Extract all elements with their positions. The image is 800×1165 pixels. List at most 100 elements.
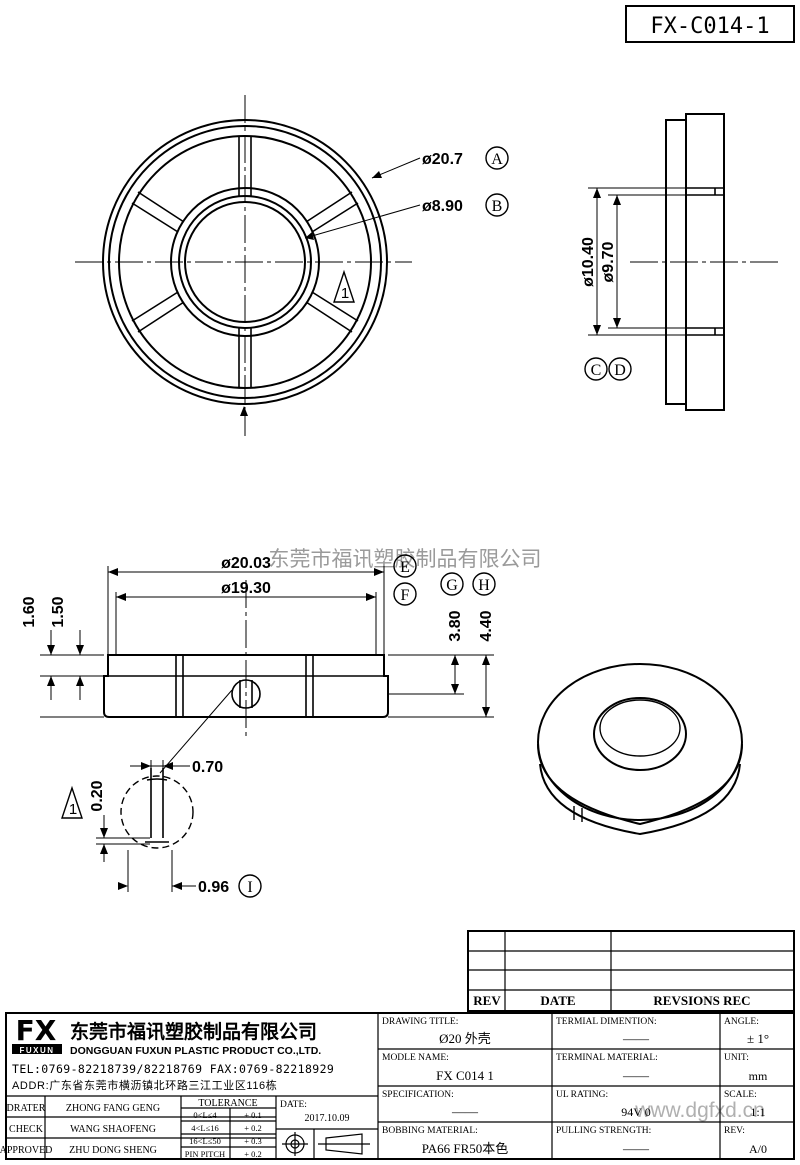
rev-value: A/0 (749, 1142, 767, 1156)
pulling-strength: —— (622, 1141, 650, 1156)
revision-table (467, 930, 795, 1012)
approval-name: ZHONG FANG GENG (66, 1103, 160, 1114)
rev-header-records: REVSIONS REC (653, 993, 750, 1008)
angle-label: ANGLE: (724, 1017, 759, 1027)
svg-text:C: C (591, 362, 602, 379)
tolerance-range: 4<L≤16 (191, 1123, 218, 1133)
unit-label: UNIT: (724, 1053, 749, 1063)
svg-text:H: H (478, 577, 490, 594)
side-view (588, 113, 782, 411)
approval-role: APPROVED (0, 1145, 52, 1156)
date-label: DATE: (280, 1100, 307, 1110)
rev-header-date: DATE (540, 993, 575, 1008)
specification-label: SPECIFICATION: (382, 1090, 454, 1100)
projection-symbol-icon (282, 1132, 370, 1156)
svg-text:D: D (614, 362, 626, 379)
watermark-url: www.dgfxd.cn (634, 1099, 765, 1122)
scale-label: SCALE: (724, 1090, 757, 1100)
dim-slot-depth: 0.20 (89, 780, 106, 811)
logo-sub: FUXUN (19, 1046, 54, 1055)
dim-height-1: 3.80 (447, 610, 464, 641)
svg-text:1: 1 (69, 801, 77, 818)
tolerance-title: TOLERANCE (198, 1098, 257, 1109)
title-fields: DRAWING TITLE: Ø20 外壳 TERMIAL DIMENTION:… (382, 1017, 769, 1156)
bobbin-material: PA66 FR50本色 (422, 1141, 509, 1156)
bobbin-material-label: BOBBING MATERIAL: (382, 1126, 478, 1136)
tolerance-range: PIN PITCH (185, 1149, 225, 1159)
approvals: DRATER ZHONG FANG GENG CHECK WANG SHAOFE… (0, 1103, 160, 1156)
svg-text:E: E (400, 559, 410, 576)
tolerance-table: TOLERANCE 0<L≤4 + 0.1 4<L≤16 + 0.2 16<L≤… (185, 1098, 262, 1159)
tolerance-value: + 0.1 (244, 1110, 262, 1120)
dim-height-2: 4.40 (478, 610, 495, 641)
svg-text:B: B (492, 198, 503, 215)
marker-e: E (393, 554, 417, 578)
marker-d: D (608, 357, 632, 381)
company-phone: TEL:0769-82218739/82218769 FAX:0769-8221… (12, 1062, 334, 1076)
marker-c: C (584, 357, 608, 381)
approval-name: WANG SHAOFENG (70, 1124, 156, 1135)
company-name-en: DONGGUAN FUXUN PLASTIC PRODUCT CO.,LTD. (70, 1045, 321, 1057)
dim-side-inner: ø9.70 (600, 241, 617, 282)
model-name: FX C014 1 (436, 1068, 494, 1083)
tolerance-range: 16<L≤50 (189, 1136, 221, 1146)
detail-view (96, 760, 196, 892)
front-view (40, 566, 494, 774)
date-value: 2017.10.09 (305, 1113, 350, 1124)
tolerance-value: + 0.3 (244, 1136, 262, 1146)
marker-h: H (472, 572, 496, 596)
marker-g: G (440, 572, 464, 596)
scale-value: 1:1 (750, 1105, 765, 1119)
pulling-strength-label: PULLING STRENGTH: (556, 1126, 651, 1136)
unit-value: mm (749, 1069, 768, 1083)
watermark: 东莞市福讯塑胶制品有限公司 www.dgfxd.cn (269, 548, 765, 1122)
watermark-text: 东莞市福讯塑胶制品有限公司 (269, 548, 542, 571)
dim-slot-width: 0.70 (192, 759, 223, 776)
svg-text:A: A (491, 151, 503, 168)
dim-inner-diameter: ø8.90 (422, 198, 463, 215)
svg-text:I: I (247, 879, 252, 896)
top-view (75, 95, 421, 436)
marker-i: I (238, 874, 262, 898)
ul-rating-label: UL RATING: (556, 1090, 608, 1100)
terminal-material-label: TERMINAL MATERIAL: (556, 1053, 658, 1063)
dim-base-diameter: ø20.03 (221, 555, 271, 572)
marker-a: A (485, 146, 509, 170)
angle-value: ± 1° (747, 1031, 769, 1046)
terminal-dimension: —— (622, 1031, 650, 1046)
model-name-label: MODLE NAME: (382, 1053, 449, 1063)
marker-f: F (393, 582, 417, 606)
dim-side-outer: ø10.40 (580, 237, 597, 287)
drawing-number-box: FX-C014-1 (625, 5, 795, 43)
company-logo: FX FUXUN (12, 1014, 62, 1055)
dim-outer-diameter: ø20.7 (422, 151, 463, 168)
isometric-view (537, 663, 743, 836)
dim-slot-offset: 0.96 (198, 879, 229, 896)
terminal-dimension-label: TERMIAL DIMENTION: (556, 1017, 657, 1027)
svg-text:F: F (401, 587, 410, 604)
logo-mark: FX (16, 1014, 57, 1047)
dim-step-2: 1.50 (50, 596, 67, 627)
rev-label: REV: (724, 1126, 745, 1136)
rev-header-rev: REV (473, 993, 501, 1008)
approval-name: ZHU DONG SHENG (69, 1145, 157, 1156)
ul-rating: 94V 0 (621, 1105, 650, 1119)
specification: —— (451, 1104, 479, 1119)
marker-b: B (485, 193, 509, 217)
title-block-frame (5, 1012, 795, 1160)
company-name-cn: 东莞市福讯塑胶制品有限公司 (70, 1020, 317, 1043)
dim-top-diameter: ø19.30 (221, 580, 271, 597)
delta-marker-detail: 1 (61, 785, 83, 819)
svg-text:G: G (446, 577, 458, 594)
drawing-title-label: DRAWING TITLE: (382, 1017, 458, 1027)
drawing-number: FX-C014-1 (650, 14, 769, 39)
tolerance-range: 0<L≤4 (193, 1110, 217, 1120)
company-address: ADDR:广东省东莞市横沥镇北环路三江工业区116栋 (12, 1078, 277, 1092)
drawing-title: Ø20 外壳 (439, 1031, 491, 1046)
terminal-material: —— (622, 1068, 650, 1083)
svg-text:1: 1 (341, 285, 349, 302)
tolerance-value: + 0.2 (244, 1149, 262, 1159)
dim-step-1: 1.60 (21, 596, 38, 627)
delta-marker-top: 1 (333, 269, 355, 303)
